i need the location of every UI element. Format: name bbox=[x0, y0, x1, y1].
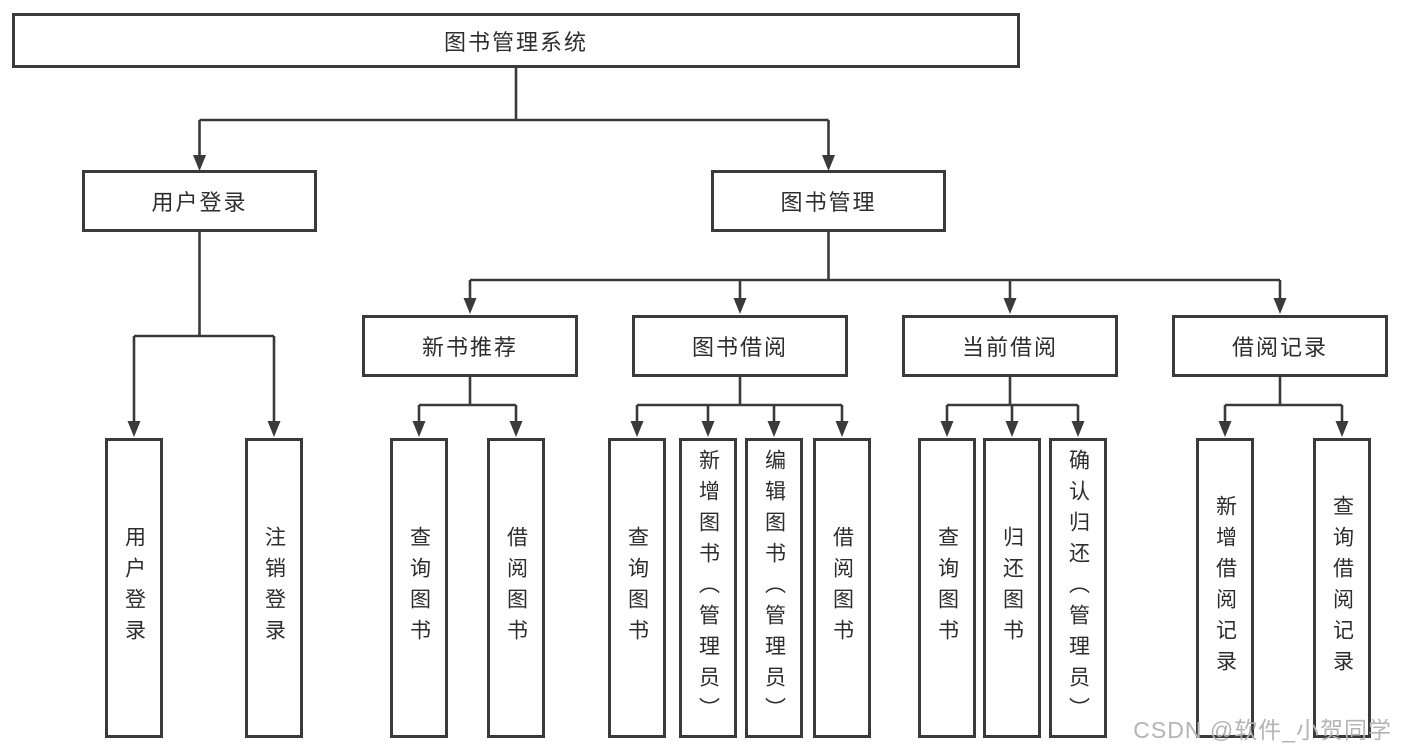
node-bb-edit-books-admin: 编辑图书（管理员） bbox=[745, 438, 803, 738]
arrowhead-icon bbox=[463, 298, 477, 314]
node-login-label: 用户登录 bbox=[122, 526, 146, 650]
arrowhead-icon bbox=[1273, 298, 1287, 314]
node-cb-return-books: 归还图书 bbox=[983, 438, 1041, 738]
node-br-query-record: 查询借阅记录 bbox=[1313, 438, 1371, 738]
arrowhead-icon bbox=[127, 421, 141, 437]
arrowhead-icon bbox=[733, 298, 747, 314]
arrowhead-icon bbox=[267, 421, 281, 437]
node-cb-query-books-label: 查询图书 bbox=[935, 526, 959, 650]
arrowhead-icon bbox=[1071, 421, 1085, 437]
arrowhead-icon bbox=[412, 421, 426, 437]
node-cb-query-books: 查询图书 bbox=[918, 438, 976, 738]
node-logout-label: 注销登录 bbox=[262, 526, 286, 650]
node-user-login: 用户登录 bbox=[82, 170, 317, 232]
node-bb-edit-books-admin-label: 编辑图书（管理员） bbox=[762, 448, 786, 728]
node-new-book-recommend-label: 新书推荐 bbox=[421, 335, 518, 360]
arrowhead-icon bbox=[835, 421, 849, 437]
arrowhead-icon bbox=[630, 421, 644, 437]
node-borrow-records-label: 借阅记录 bbox=[1231, 335, 1328, 360]
node-br-add-record-label: 新增借阅记录 bbox=[1213, 495, 1237, 681]
node-login: 用户登录 bbox=[105, 438, 163, 738]
node-user-login-label: 用户登录 bbox=[151, 190, 248, 215]
node-cb-confirm-return-admin-label: 确认归还（管理员） bbox=[1066, 448, 1090, 728]
node-bb-borrow-books-label: 借阅图书 bbox=[830, 526, 854, 650]
arrowhead-icon bbox=[767, 421, 781, 437]
node-bb-borrow-books: 借阅图书 bbox=[813, 438, 871, 738]
arrowhead-icon bbox=[1335, 421, 1349, 437]
node-nb-query-books-label: 查询图书 bbox=[407, 526, 431, 650]
node-root-system: 图书管理系统 bbox=[12, 13, 1020, 68]
node-nb-borrow-books: 借阅图书 bbox=[487, 438, 545, 738]
node-nb-borrow-books-label: 借阅图书 bbox=[504, 526, 528, 650]
node-new-book-recommend: 新书推荐 bbox=[362, 315, 578, 377]
arrowhead-icon bbox=[509, 421, 523, 437]
node-root-system-label: 图书管理系统 bbox=[443, 29, 588, 55]
arrowhead-icon bbox=[1218, 421, 1232, 437]
arrowhead-icon bbox=[1003, 298, 1017, 314]
arrowhead-icon bbox=[1005, 421, 1019, 437]
node-br-query-record-label: 查询借阅记录 bbox=[1330, 495, 1354, 681]
node-current-borrow-label: 当前借阅 bbox=[961, 335, 1058, 360]
node-book-management: 图书管理 bbox=[711, 170, 946, 232]
arrowhead-icon bbox=[940, 421, 954, 437]
arrowhead-icon bbox=[701, 421, 715, 437]
node-bb-query-books: 查询图书 bbox=[608, 438, 666, 738]
node-br-add-record: 新增借阅记录 bbox=[1196, 438, 1254, 738]
node-bb-query-books-label: 查询图书 bbox=[625, 526, 649, 650]
node-book-management-label: 图书管理 bbox=[780, 190, 877, 215]
node-bb-add-books-admin-label: 新增图书（管理员） bbox=[696, 448, 720, 728]
node-cb-confirm-return-admin: 确认归还（管理员） bbox=[1049, 438, 1107, 738]
node-current-borrow: 当前借阅 bbox=[902, 315, 1118, 377]
node-nb-query-books: 查询图书 bbox=[390, 438, 448, 738]
node-book-borrow-label: 图书借阅 bbox=[691, 335, 788, 360]
watermark: CSDN @软件_小贺同学 bbox=[1133, 717, 1392, 743]
node-bb-add-books-admin: 新增图书（管理员） bbox=[679, 438, 737, 738]
node-borrow-records: 借阅记录 bbox=[1172, 315, 1388, 377]
arrowhead-icon bbox=[193, 155, 206, 171]
node-logout: 注销登录 bbox=[245, 438, 303, 738]
node-cb-return-books-label: 归还图书 bbox=[1000, 526, 1024, 650]
arrowhead-icon bbox=[822, 155, 835, 171]
node-book-borrow: 图书借阅 bbox=[632, 315, 848, 377]
